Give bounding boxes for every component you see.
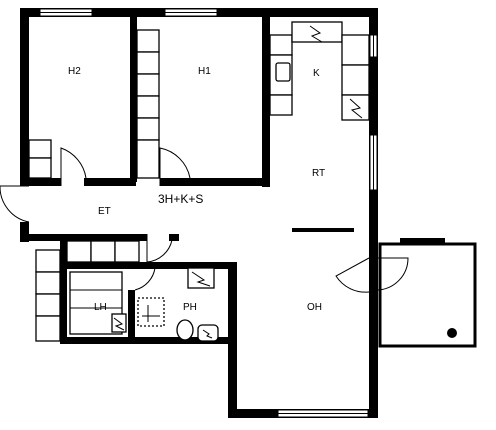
room-label-rt: RT xyxy=(312,168,325,179)
room-label-h2: H2 xyxy=(68,66,81,77)
wardrobes xyxy=(28,29,160,342)
windows xyxy=(39,8,378,418)
doors xyxy=(0,147,409,293)
room-label-et: ET xyxy=(98,206,111,217)
room-label-k: K xyxy=(313,68,320,79)
room-label-oh: OH xyxy=(307,302,322,313)
apartment-type-label: 3H+K+S xyxy=(158,192,203,206)
interior-walls xyxy=(29,17,354,344)
balcony xyxy=(378,238,477,348)
room-label-ph: PH xyxy=(183,302,197,313)
bathroom-fixtures xyxy=(69,267,219,342)
room-label-h1: H1 xyxy=(198,66,211,77)
room-label-lh: LH xyxy=(94,302,107,313)
kitchen-fixtures xyxy=(269,21,370,121)
